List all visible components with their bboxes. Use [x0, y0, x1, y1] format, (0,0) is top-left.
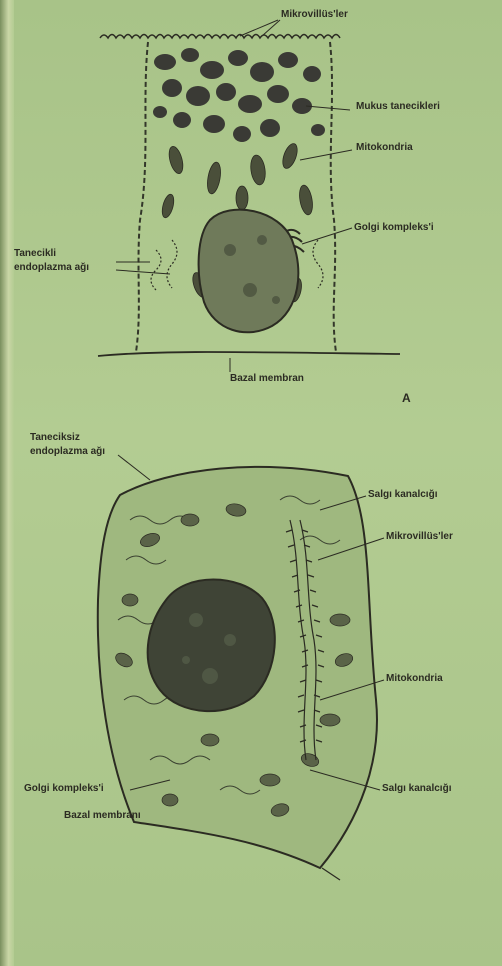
label-microvilli-b: Mikrovillüs'ler [386, 531, 453, 543]
label-golgi-a: Golgi kompleks'i [354, 222, 434, 234]
label-mitochondria-a: Mitokondria [356, 142, 413, 154]
label-mitochondria-b: Mitokondria [386, 673, 443, 685]
microvilli-fringe-a [100, 35, 340, 39]
lateral-membrane-right [330, 42, 336, 352]
diagram-a-cell [98, 20, 400, 372]
label-microvilli-a: Mikrovillüs'ler [281, 9, 348, 21]
lateral-membrane-left [136, 42, 148, 352]
label-mucus-granules: Mukus tanecikleri [356, 101, 440, 113]
label-basal-membrane-a: Bazal membran [230, 373, 304, 385]
basal-edge-b [322, 868, 340, 880]
figure-letter-a: A [402, 392, 411, 404]
label-smooth-er-line2: endoplazma ağı [30, 446, 105, 458]
mucus-granules [153, 48, 325, 142]
label-golgi-b: Golgi kompleks'i [24, 783, 104, 795]
label-smooth-er-line1: Taneciksiz [30, 432, 80, 444]
label-canaliculus-bottom: Salgı kanalcığı [382, 783, 451, 795]
label-basal-membrane-b: Bazal membranı [64, 810, 141, 822]
basal-membrane-a [98, 352, 400, 356]
nucleus-b [148, 580, 275, 712]
label-rough-er-line2: endoplazma ağı [14, 262, 89, 274]
label-canaliculus-top: Salgı kanalcığı [368, 489, 437, 501]
label-rough-er-line1: Tanecikli [14, 248, 56, 260]
nucleus-a [199, 210, 299, 333]
